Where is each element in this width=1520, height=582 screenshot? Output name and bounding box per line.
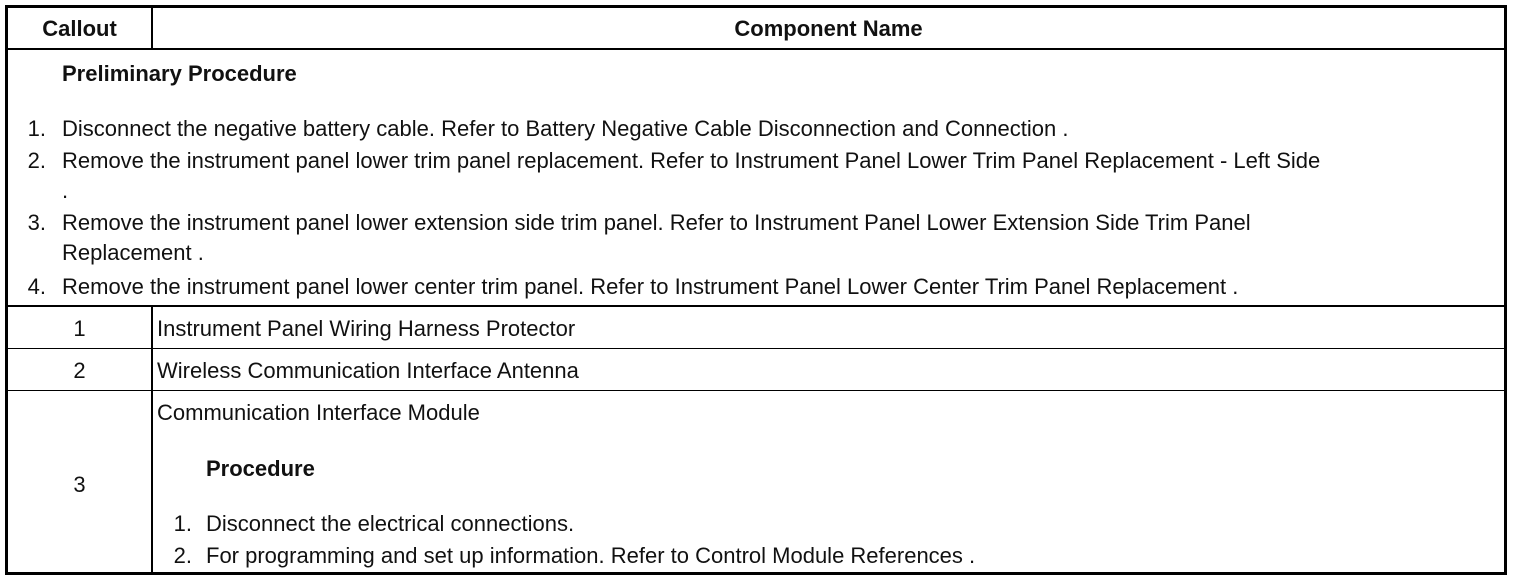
callout-number: 3 [73,472,86,497]
step-text-continued: Replacement . [62,240,204,265]
component-name: Communication Interface Module [157,400,480,425]
component-name: Wireless Communication Interface Antenna [157,358,579,383]
step-text: Remove the instrument panel lower center… [62,274,1239,299]
component-name: Instrument Panel Wiring Harness Protecto… [157,316,576,341]
component-table: Callout Component Name Preliminary Proce… [5,5,1507,575]
step-text-continued: . [62,178,69,203]
procedure-title: Procedure [206,456,315,481]
step-number: 1. [173,511,192,536]
row-divider [8,348,1504,349]
step-number: 2. [27,148,46,173]
preliminary-title: Preliminary Procedure [62,61,297,86]
step-number: 2. [173,543,192,568]
callout-number: 1 [73,316,86,341]
step-text: For programming and set up information. … [206,543,976,568]
step-number: 3. [27,210,46,235]
step-text: Disconnect the negative battery cable. R… [62,116,1069,141]
header-callout: Callout [42,15,117,41]
header-bottom-line [8,48,1504,50]
header-component-name: Component Name [734,15,923,41]
preliminary-bottom-line [8,305,1504,307]
row-divider [8,390,1504,391]
header-divider [151,8,153,49]
step-text: Remove the instrument panel lower extens… [62,210,1251,235]
step-number: 1. [27,116,46,141]
step-text: Remove the instrument panel lower trim p… [62,148,1321,173]
callout-number: 2 [73,358,86,383]
step-number: 4. [27,274,46,299]
column-divider [151,307,153,572]
step-text: Disconnect the electrical connections. [206,511,575,536]
